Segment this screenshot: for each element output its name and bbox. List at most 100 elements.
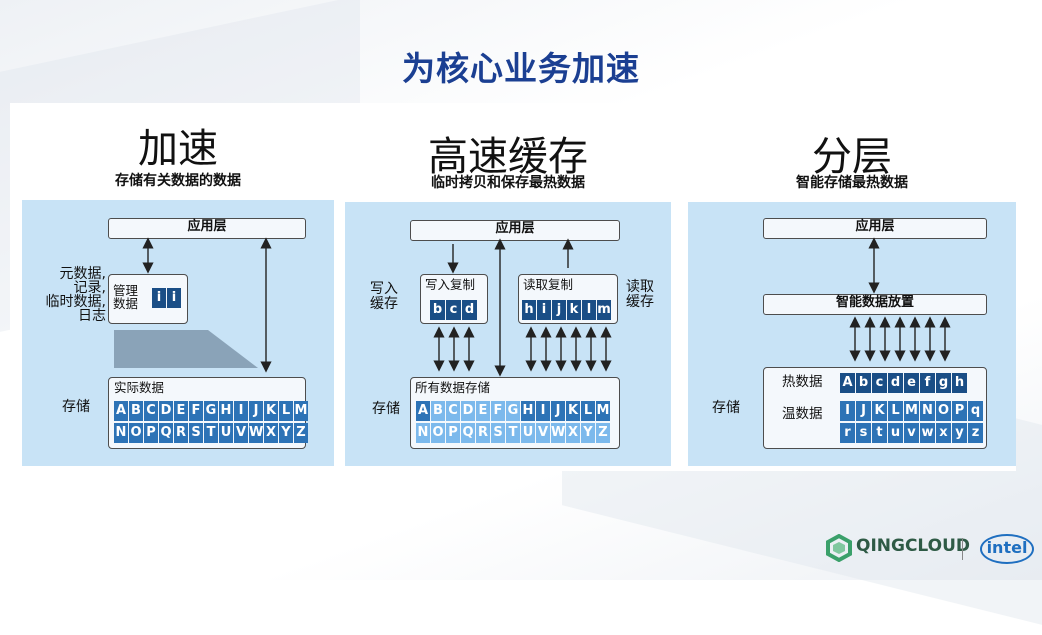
- data-cell: J: [249, 401, 263, 421]
- data-cell: V: [536, 423, 550, 443]
- data-cell: F: [491, 401, 505, 421]
- data-cell: X: [264, 423, 278, 443]
- data-cell: Y: [279, 423, 293, 443]
- data-cell: Z: [596, 423, 610, 443]
- data-cell: s: [856, 423, 871, 443]
- data-cell: J: [551, 401, 565, 421]
- data-cell: D: [461, 401, 475, 421]
- data-cell: H: [521, 401, 535, 421]
- column-title-accelerate: 加速: [138, 126, 218, 172]
- app-layer-bar: 应用层: [410, 220, 620, 241]
- qingcloud-logo-icon: [826, 534, 852, 562]
- data-cell: k: [567, 300, 581, 320]
- data-cell: M: [904, 401, 919, 421]
- data-cell: i: [537, 300, 551, 320]
- data-cell: w: [920, 423, 935, 443]
- data-cell: G: [204, 401, 218, 421]
- data-cell: N: [416, 423, 430, 443]
- column-title-cache: 高速缓存: [428, 134, 588, 180]
- data-cell: y: [952, 423, 967, 443]
- manage-data-cells: i i: [152, 288, 181, 308]
- all-data-storage-label: 所有数据存储: [415, 380, 491, 395]
- data-cell: Q: [461, 423, 475, 443]
- read-copy-label: 读取复制: [523, 277, 574, 292]
- data-cell: O: [129, 423, 143, 443]
- data-cell: D: [159, 401, 173, 421]
- data-cell: d: [888, 373, 903, 393]
- data-cell: M: [596, 401, 610, 421]
- manage-data-label: 管理 数据: [113, 283, 139, 311]
- data-cell: U: [521, 423, 535, 443]
- warm-data-label: 温数据: [782, 406, 823, 422]
- data-cell: L: [888, 401, 903, 421]
- data-cell: J: [856, 401, 871, 421]
- data-cell: S: [189, 423, 203, 443]
- data-cell: r: [840, 423, 855, 443]
- flow-arrows: [114, 237, 951, 377]
- data-cell: A: [114, 401, 128, 421]
- logo-divider: [962, 538, 963, 560]
- slide-title: 为核心业务加速: [402, 49, 640, 88]
- write-cache-label: 写入 缓存: [370, 281, 398, 312]
- data-cell: I: [536, 401, 550, 421]
- data-cell: v: [904, 423, 919, 443]
- storage-label: 存储: [712, 400, 740, 416]
- data-cell: E: [476, 401, 490, 421]
- hot-data-label: 热数据: [782, 374, 823, 390]
- data-cell: K: [566, 401, 580, 421]
- data-cell: b: [430, 300, 445, 320]
- data-cell: W: [551, 423, 565, 443]
- data-cell: T: [204, 423, 218, 443]
- data-cell: G: [506, 401, 520, 421]
- data-cell: Y: [581, 423, 595, 443]
- data-cell: B: [129, 401, 143, 421]
- data-cell: A: [840, 373, 855, 393]
- data-cell: C: [144, 401, 158, 421]
- data-cell: O: [431, 423, 445, 443]
- column-title-tiering: 分层: [812, 134, 892, 180]
- data-cell: g: [936, 373, 951, 393]
- column-subtitle-accelerate: 存储有关数据的数据: [115, 173, 241, 189]
- data-cell: u: [888, 423, 903, 443]
- data-cell: d: [462, 300, 477, 320]
- data-cell: R: [476, 423, 490, 443]
- data-cell: z: [968, 423, 983, 443]
- data-cell: M: [294, 401, 308, 421]
- data-cell: S: [491, 423, 505, 443]
- data-cell: j: [552, 300, 566, 320]
- data-cell: e: [904, 373, 919, 393]
- data-cell: m: [597, 300, 611, 320]
- smart-placement-bar: 智能数据放置: [763, 294, 987, 315]
- data-cell: T: [506, 423, 520, 443]
- data-cell: O: [936, 401, 951, 421]
- data-cell: P: [144, 423, 158, 443]
- data-cell: h: [522, 300, 536, 320]
- data-cell: F: [189, 401, 203, 421]
- data-cell: R: [174, 423, 188, 443]
- actual-data-label: 实际数据: [114, 380, 165, 395]
- data-cell: B: [431, 401, 445, 421]
- data-cell: i: [167, 288, 181, 308]
- data-cell: N: [920, 401, 935, 421]
- storage-label: 存储: [62, 399, 90, 415]
- data-cell: L: [279, 401, 293, 421]
- metadata-funnel: [114, 330, 258, 368]
- data-cell: E: [174, 401, 188, 421]
- data-cell: t: [872, 423, 887, 443]
- write-copy-label: 写入复制: [425, 277, 476, 292]
- data-cell: b: [856, 373, 871, 393]
- data-cell: W: [249, 423, 263, 443]
- data-cell: H: [219, 401, 233, 421]
- data-cell: K: [872, 401, 887, 421]
- data-cell: K: [264, 401, 278, 421]
- column-subtitle-cache: 临时拷贝和保存最热数据: [431, 175, 585, 191]
- qingcloud-logo-text: QINGCLOUD: [856, 536, 971, 556]
- data-cell: C: [446, 401, 460, 421]
